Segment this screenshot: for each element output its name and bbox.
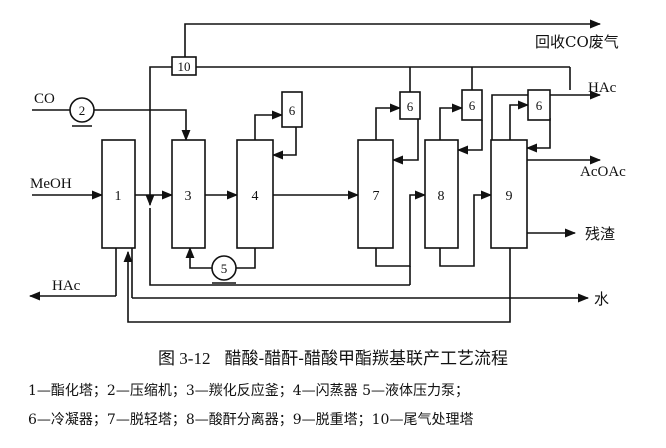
- label-meoh: MeOH: [30, 176, 72, 192]
- label-water: 水: [594, 290, 609, 308]
- condenser-6-c: [461, 89, 483, 121]
- tag-6-a: 6: [289, 103, 296, 118]
- tag-10: 10: [178, 59, 191, 74]
- tag-5: 5: [221, 261, 228, 276]
- condenser-6-a: [281, 91, 303, 128]
- tag-6-b: 6: [407, 99, 414, 114]
- label-co: CO: [34, 91, 55, 107]
- tag-9: 9: [506, 189, 513, 204]
- carbonylation-reactor-3: [171, 139, 206, 249]
- tag-3: 3: [185, 189, 192, 204]
- tower7-hac-recycle-line: [149, 208, 410, 286]
- co-to-reactor-line: [94, 109, 191, 142]
- figure-caption: 图 3-12 醋酸-醋酐-醋酸甲酯羰基联产工艺流程: [0, 344, 666, 369]
- tower10-recycle-line: [145, 66, 172, 207]
- condenser6d-return-line: [525, 118, 551, 153]
- tag-4: 4: [252, 189, 259, 204]
- tag-6-c: 6: [469, 98, 476, 113]
- tag-2: 2: [79, 103, 86, 118]
- tag-1: 1: [115, 189, 122, 204]
- condenser6a-return-line: [271, 125, 297, 160]
- anhydride-separator-8: [424, 139, 459, 249]
- equipment: 10 2 1 3 4 5 6 6 6: [69, 56, 551, 284]
- label-hac-recycle: HAc: [52, 278, 81, 294]
- condenser6c-return-line: [456, 120, 483, 155]
- stream-labels: 回收CO废气 CO MeOH HAc AcOAc 残渣 HAc 水: [30, 33, 626, 308]
- label-offgas: 回收CO废气: [535, 33, 619, 51]
- condenser6b-return-line: [391, 118, 419, 165]
- figure-number: 图 3-12: [158, 349, 211, 368]
- flow-diagram: 10 2 1 3 4 5 6 6 6: [28, 19, 626, 323]
- esterification-tower-1: [101, 139, 136, 249]
- tag-6-d: 6: [536, 98, 543, 113]
- label-acoac: AcOAc: [580, 164, 626, 180]
- offgas-line: [184, 19, 602, 57]
- flash-vapour-line: [254, 110, 284, 140]
- pump5-to-reactor-line: [185, 246, 212, 269]
- legend-line-1: 1—酯化塔；2—压缩机；3—羰化反应釜；4—闪蒸器 5—液体压力泵；: [28, 383, 469, 399]
- tower9-vapour-line: [509, 100, 530, 140]
- flash-bottoms-line: [236, 248, 256, 269]
- tower7-vapour-line: [375, 103, 402, 140]
- condenser-6-b: [399, 91, 421, 120]
- label-hac-product: HAc: [588, 80, 617, 96]
- compressor-2: [69, 97, 95, 123]
- tail-gas-tower-10: [171, 56, 197, 76]
- label-residue: 残渣: [585, 225, 615, 243]
- figure-title: 醋酸-醋酐-醋酸甲酯羰基联产工艺流程: [224, 349, 508, 369]
- light-ends-tower-7: [357, 139, 394, 249]
- hac-product-line: [491, 90, 602, 140]
- flash-vessel-4: [236, 139, 274, 249]
- heavies-recycle-line: [123, 248, 511, 323]
- liquid-pump-5: [211, 255, 237, 281]
- tower8-to-tower9-line: [439, 190, 493, 267]
- condenser-6-d: [527, 89, 551, 121]
- tag-8: 8: [438, 189, 445, 204]
- tower8-vapour-line: [439, 103, 464, 140]
- tag-7: 7: [373, 189, 380, 204]
- heavy-ends-tower-9: [490, 139, 528, 249]
- legend-line-2: 6—冷凝器；7—脱轻塔；8—酸酐分离器；9—脱重塔；10—尾气处理塔: [28, 412, 474, 428]
- pipelines: [28, 19, 602, 323]
